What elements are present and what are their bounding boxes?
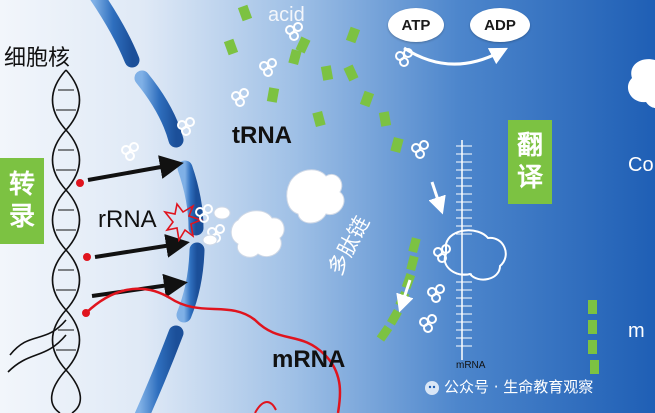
trna-label: tRNA [232, 122, 292, 149]
ribosome-small-b [202, 234, 218, 246]
mrna-strand [85, 287, 342, 413]
amino-acid-label: acid [268, 4, 305, 26]
transcription-char-1: 转 [8, 169, 35, 200]
adp-badge: ADP [470, 8, 530, 42]
ribosome-translating [443, 229, 507, 281]
mrna-label: mRNA [272, 346, 346, 373]
atp-adp-arrow [403, 46, 508, 66]
transcription-char-2: 录 [8, 202, 35, 232]
ribosome-subunit-large [286, 169, 345, 224]
trna-entry-arrow [428, 181, 446, 215]
rrna-label: rRNA [98, 206, 157, 233]
nucleus-label: 细胞核 [4, 46, 71, 71]
dna-helix [7, 69, 82, 413]
mrna-small-label: mRNA [456, 360, 486, 371]
ribosome-subunit-small [230, 210, 285, 258]
ribosome-subunits [202, 169, 345, 258]
polypeptide-direction-arrow [396, 279, 414, 313]
ribosome-small-a [213, 206, 231, 220]
nuclear-membrane [90, 0, 205, 413]
rrna-tangle [163, 202, 204, 243]
dna-rungs [56, 89, 76, 351]
transcription-box: 转 录 [0, 158, 44, 244]
translation-char-2: 译 [516, 163, 543, 193]
watermark-logo-icon [425, 381, 439, 395]
right-edge-m-label: m [628, 320, 645, 342]
right-edge-co-label: Co [628, 154, 654, 176]
mrna-bottom-squiggle [254, 401, 277, 413]
translation-box: 翻 译 [508, 120, 552, 204]
translation-char-1: 翻 [516, 130, 543, 161]
right-edge-white-shape [627, 59, 655, 108]
trna-molecules [121, 22, 451, 333]
atp-badge: ATP [388, 8, 444, 42]
amino-acids [223, 4, 404, 154]
watermark-text: 公众号 · 生命教育观察 [444, 378, 594, 396]
